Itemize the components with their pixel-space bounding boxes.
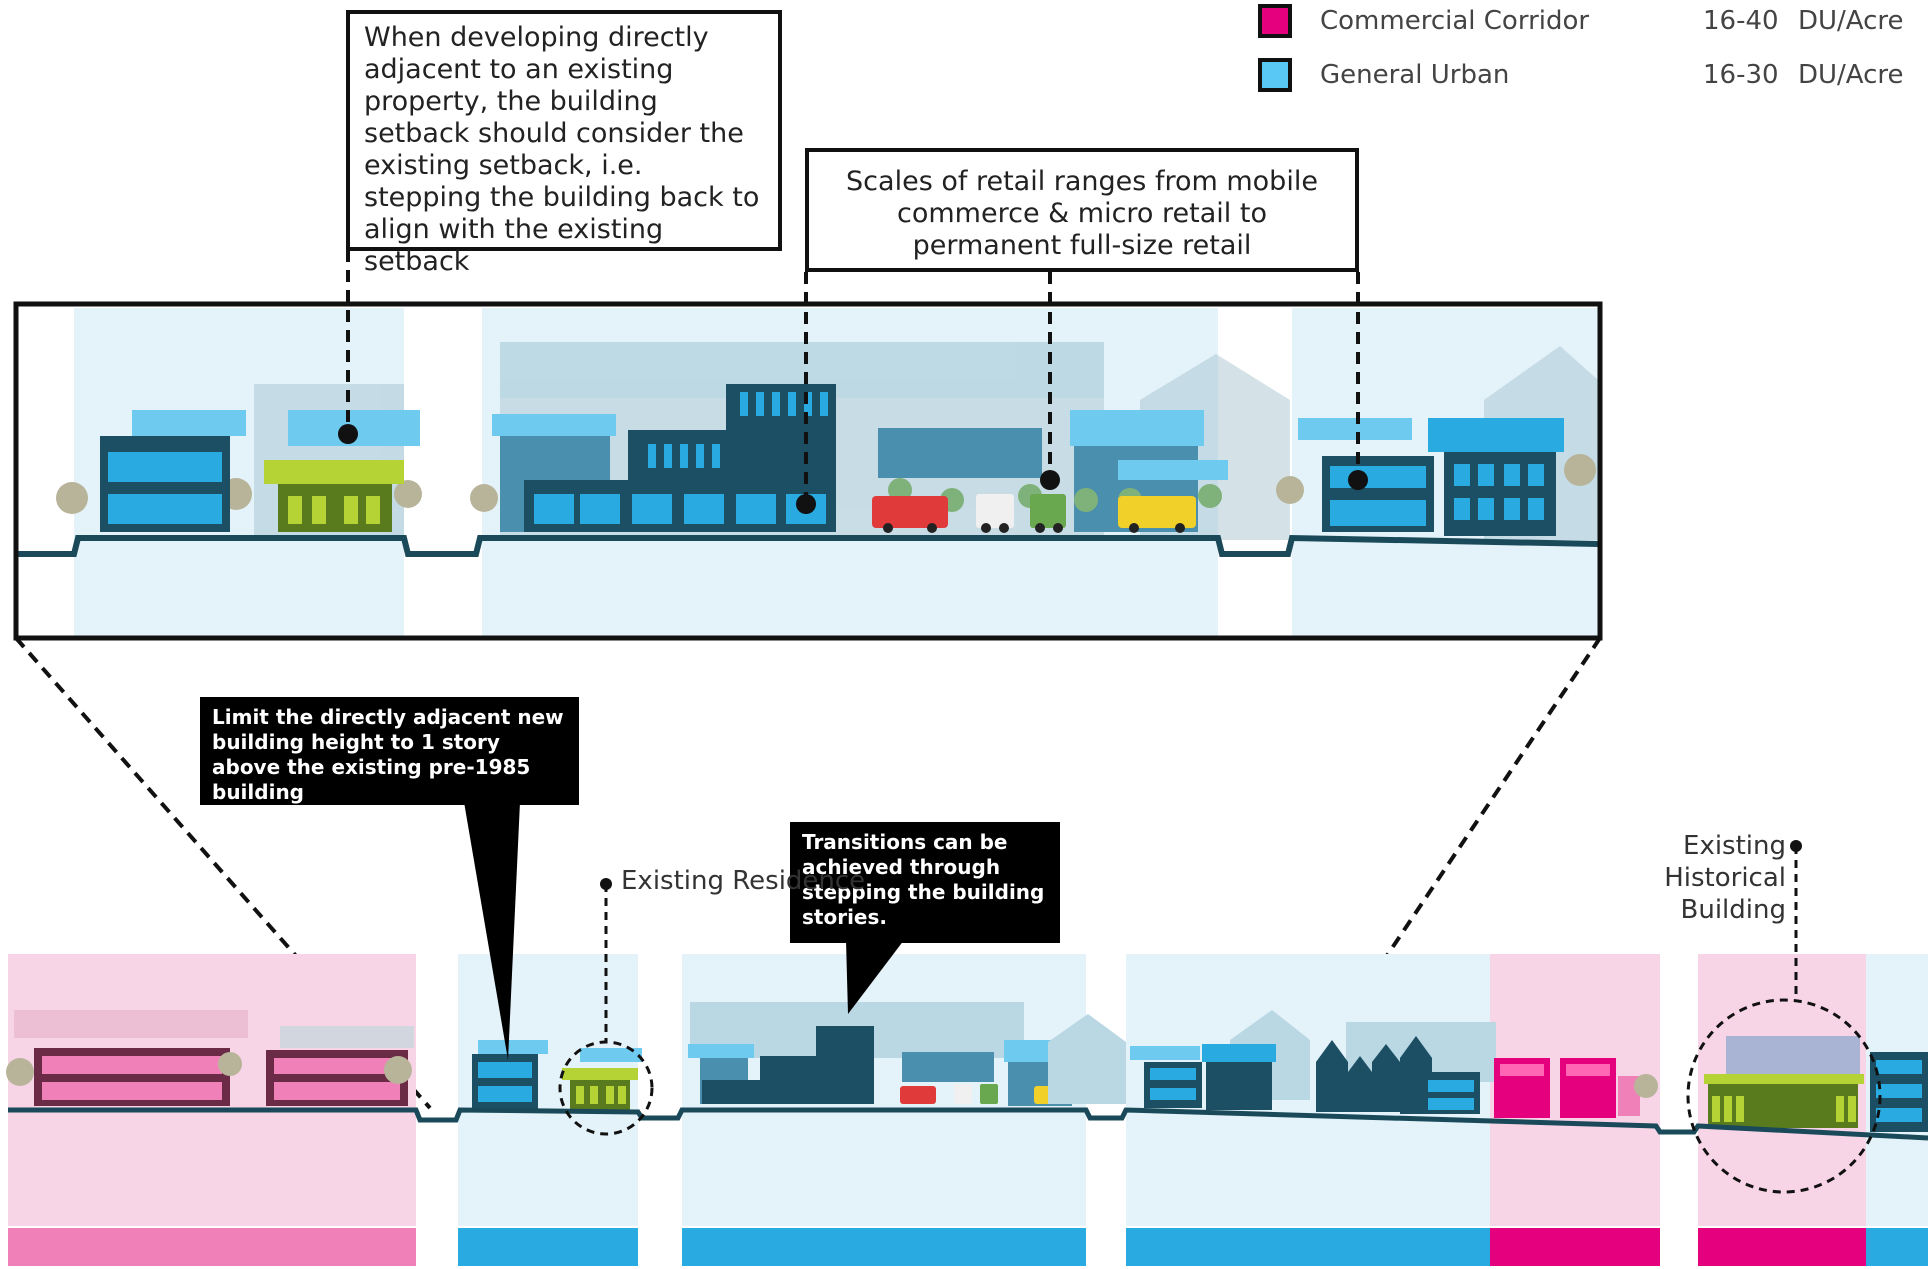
transition-bubble-tail — [846, 940, 904, 1014]
zoom-buildings-right — [1298, 418, 1564, 536]
setback-callout: When developing directly adjacent to an … — [346, 10, 782, 277]
street-ground-line — [8, 1107, 1928, 1141]
zone-bar-commercial-1 — [8, 1228, 416, 1266]
legend-range: 16-40 — [1703, 6, 1779, 36]
buildings-general-urban-right — [1048, 1010, 1496, 1114]
legend-swatch-general-urban — [1258, 58, 1292, 92]
callout-leader-dots — [338, 424, 1368, 514]
food-truck-red — [872, 496, 948, 528]
food-truck-green — [1030, 494, 1066, 528]
building-new-and-residence — [472, 1040, 642, 1110]
zoom-existing-residence — [264, 410, 420, 532]
zone-bar-general-2 — [682, 1228, 1086, 1266]
legend-unit: DU/Acre — [1798, 60, 1904, 90]
zone-bar-general-1 — [458, 1228, 638, 1266]
retail-scale-callout: Scales of retail ranges from mobile comm… — [805, 148, 1359, 272]
buildings-commercial-right — [1494, 1058, 1658, 1118]
zone-bar-commercial-2 — [1490, 1228, 1660, 1266]
existing-historical-building-label: Existing Historical Building — [1664, 831, 1786, 925]
legend-swatch-commercial — [1258, 4, 1292, 38]
full-street-section — [6, 840, 1928, 1266]
zoom-building-new-left — [100, 410, 246, 532]
zone-bar-general-4 — [1866, 1228, 1928, 1266]
legend-name: Commercial Corridor — [1320, 6, 1590, 36]
zone-bar-general-3 — [1126, 1228, 1490, 1266]
legend-name: General Urban — [1320, 60, 1510, 90]
commercial-buildings-left — [6, 1010, 414, 1106]
food-truck-white — [976, 494, 1014, 528]
transition-bubble: Transitions can be achieved through step… — [790, 822, 1060, 943]
legend-row-commercial-corridor: Commercial Corridor 16-40 DU/Acre — [1258, 4, 1918, 44]
existing-historical-building — [1704, 1036, 1928, 1132]
legend-range: 16-30 — [1703, 60, 1779, 90]
height-limit-bubble: Limit the directly adjacent new building… — [200, 697, 579, 805]
zoom-retail-row — [872, 410, 1228, 533]
food-truck-yellow — [1118, 496, 1196, 528]
height-bubble-tail — [464, 802, 520, 1060]
zone-bar-commercial-3 — [1698, 1228, 1866, 1266]
existing-residence-label: Existing Residence — [621, 866, 866, 896]
zoning-legend: Commercial Corridor 16-40 DU/Acre Genera… — [1258, 0, 1918, 110]
legend-unit: DU/Acre — [1798, 6, 1904, 36]
zoom-stepped-building — [492, 384, 836, 532]
zoom-ground-line — [16, 534, 1599, 557]
legend-row-general-urban: General Urban 16-30 DU/Acre — [1258, 58, 1918, 98]
historical-building-highlight — [1686, 998, 1882, 1194]
